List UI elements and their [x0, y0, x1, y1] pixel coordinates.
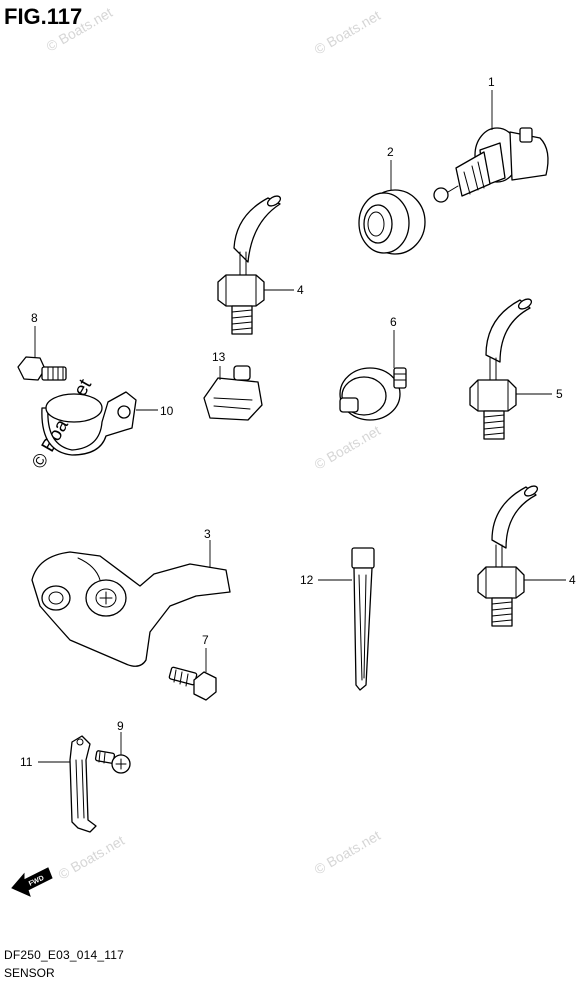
- part-11-strap: 11: [20, 735, 97, 833]
- figure-code: DF250_E03_014_117: [4, 948, 124, 962]
- watermark: © Boats.net: [312, 422, 384, 473]
- part-1-sensor: 1: [433, 75, 549, 203]
- fwd-arrow: FWD: [11, 867, 53, 897]
- watermark-dark: © Boats.net: [28, 375, 96, 472]
- callout-3: 3: [204, 527, 211, 541]
- part-10-clamp: 10: [41, 391, 174, 456]
- callout-4-upper: 4: [297, 283, 304, 297]
- callout-10: 10: [160, 404, 174, 418]
- callout-13: 13: [212, 350, 226, 364]
- part-4-sensor-upper: 4: [217, 195, 304, 335]
- part-6-knock-sensor: 6: [339, 315, 407, 421]
- callout-1: 1: [488, 75, 495, 89]
- part-7-bolt: 7: [168, 633, 217, 701]
- part-4-sensor-lower: 4: [477, 485, 576, 627]
- part-13-clip: 13: [203, 350, 263, 421]
- part-2-grommet: 2: [358, 145, 426, 255]
- part-5-sensor: 5: [469, 298, 563, 440]
- watermark: © Boats.net: [44, 4, 116, 55]
- callout-2: 2: [387, 145, 394, 159]
- callout-5: 5: [556, 387, 563, 401]
- watermark: © Boats.net: [312, 827, 384, 878]
- callout-8: 8: [31, 311, 38, 325]
- part-3-bracket: 3: [31, 527, 231, 667]
- callout-12: 12: [300, 573, 314, 587]
- callout-11: 11: [20, 755, 33, 769]
- watermark: © Boats.net: [312, 7, 384, 58]
- callout-4-lower: 4: [569, 573, 576, 587]
- part-12-cable-tie: 12: [300, 547, 375, 691]
- part-8-bolt: 8: [17, 311, 67, 381]
- figure-title: FIG.117: [4, 4, 83, 29]
- callout-6: 6: [390, 315, 397, 329]
- callout-7: 7: [202, 633, 209, 647]
- callout-9: 9: [117, 719, 124, 733]
- watermark: © Boats.net: [56, 832, 128, 883]
- figure-name: SENSOR: [4, 966, 55, 980]
- part-9-screw: 9: [94, 719, 131, 774]
